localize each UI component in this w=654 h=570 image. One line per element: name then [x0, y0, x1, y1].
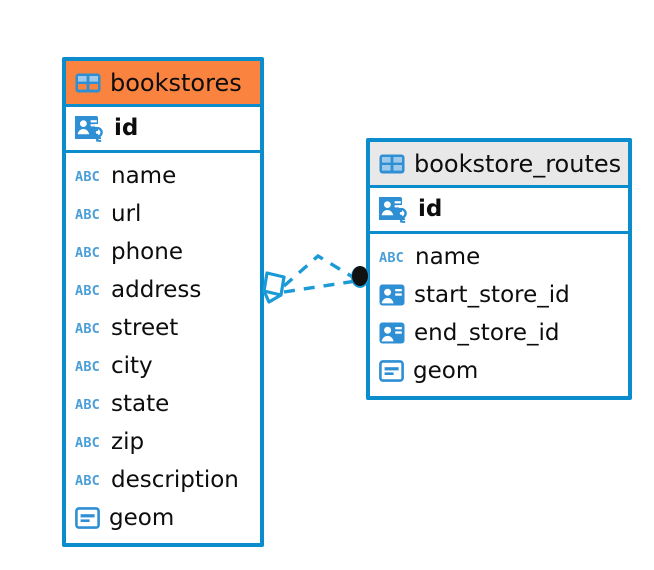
svg-text:ABC: ABC	[75, 321, 100, 336]
foreign-key-icon	[379, 284, 405, 306]
svg-text:ABC: ABC	[75, 473, 100, 488]
primary-key-icon	[379, 196, 407, 223]
svg-text:ABC: ABC	[75, 207, 100, 222]
table-icon	[379, 154, 405, 173]
field-row-routes-geom[interactable]: geom	[370, 352, 628, 390]
field-label-street: street	[111, 314, 179, 341]
primary-key-icon	[75, 115, 103, 142]
abc-text-icon: ABC	[75, 321, 100, 336]
field-row-state[interactable]: ABC state	[66, 385, 260, 423]
primary-key-label-bookstores: id	[114, 115, 139, 141]
svg-text:ABC: ABC	[75, 397, 100, 412]
field-row-geom[interactable]: geom	[66, 499, 260, 537]
svg-text:ABC: ABC	[75, 359, 100, 374]
field-label-url: url	[111, 200, 142, 227]
entity-title-bookstore-routes: bookstore_routes	[414, 149, 622, 178]
abc-text-icon: ABC	[379, 250, 404, 265]
svg-text:ABC: ABC	[75, 435, 100, 450]
primary-key-row-bookstores[interactable]: id	[66, 107, 260, 153]
abc-text-icon: ABC	[75, 207, 100, 222]
field-row-end-store-id[interactable]: end_store_id	[370, 314, 628, 352]
field-row-name[interactable]: ABC name	[66, 157, 260, 195]
field-row-city[interactable]: ABC city	[66, 347, 260, 385]
field-list-bookstores: ABC name ABC url ABC phone ABC	[66, 153, 260, 537]
field-row-phone[interactable]: ABC phone	[66, 233, 260, 271]
field-row-description[interactable]: ABC description	[66, 461, 260, 499]
field-label-start-store-id: start_store_id	[414, 281, 570, 308]
svg-text:ABC: ABC	[75, 283, 100, 298]
primary-key-row-bookstore-routes[interactable]: id	[370, 188, 628, 234]
relationship-line-upper	[282, 253, 357, 288]
entity-title-bookstores: bookstores	[110, 68, 242, 97]
field-label-description: description	[111, 466, 239, 493]
svg-text:ABC: ABC	[379, 250, 404, 265]
field-label-end-store-id: end_store_id	[414, 319, 560, 346]
field-list-bookstore-routes: ABC name start_store_id	[370, 234, 628, 390]
field-row-address[interactable]: ABC address	[66, 271, 260, 309]
abc-text-icon: ABC	[75, 397, 100, 412]
abc-text-icon: ABC	[75, 359, 100, 374]
field-label-city: city	[111, 352, 153, 379]
field-label-name: name	[111, 162, 177, 189]
primary-key-label-bookstore-routes: id	[418, 196, 443, 222]
abc-text-icon: ABC	[75, 169, 100, 184]
entity-table-bookstores[interactable]: bookstores id ABC name	[62, 57, 264, 547]
abc-text-icon: ABC	[75, 473, 100, 488]
entity-table-bookstore-routes[interactable]: bookstore_routes id ABC	[366, 138, 632, 400]
geometry-icon	[75, 507, 100, 529]
field-label-phone: phone	[111, 238, 183, 265]
abc-text-icon: ABC	[75, 283, 100, 298]
geometry-icon	[379, 360, 404, 382]
svg-text:ABC: ABC	[75, 169, 100, 184]
diamond-optional-marker	[262, 271, 286, 304]
abc-text-icon: ABC	[75, 435, 100, 450]
field-label-routes-geom: geom	[413, 357, 479, 384]
field-label-geom: geom	[109, 504, 175, 531]
abc-text-icon: ABC	[75, 245, 100, 260]
field-row-start-store-id[interactable]: start_store_id	[370, 276, 628, 314]
field-row-url[interactable]: ABC url	[66, 195, 260, 233]
field-row-zip[interactable]: ABC zip	[66, 423, 260, 461]
field-row-street[interactable]: ABC street	[66, 309, 260, 347]
foreign-key-icon	[379, 322, 405, 344]
field-label-state: state	[111, 390, 170, 417]
svg-text:ABC: ABC	[75, 245, 100, 260]
entity-header-bookstore-routes[interactable]: bookstore_routes	[370, 142, 628, 188]
field-label-routes-name: name	[415, 243, 481, 270]
table-icon	[75, 73, 101, 92]
field-label-zip: zip	[111, 428, 145, 455]
relationship-line-lower	[283, 279, 357, 294]
entity-header-bookstores[interactable]: bookstores	[66, 61, 260, 107]
field-row-routes-name[interactable]: ABC name	[370, 238, 628, 276]
field-label-address: address	[111, 276, 202, 303]
